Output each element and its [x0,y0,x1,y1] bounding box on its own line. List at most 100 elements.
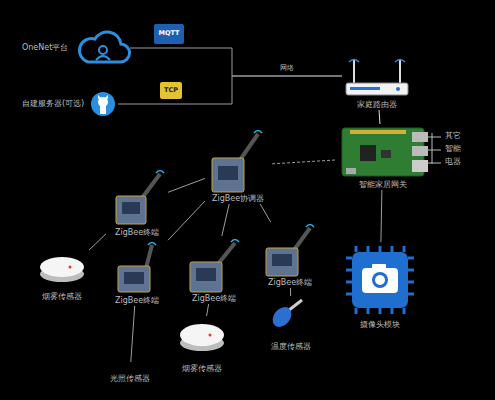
zigbee-board [118,266,150,292]
connector [271,160,335,164]
zigbee-board [146,245,152,268]
side-label: 智能 [445,145,461,154]
camera-chip [372,264,386,269]
raspberry-pi-board [381,150,391,158]
camera-chip [346,246,414,314]
sensor-node: 烟雾传感器 [172,316,232,374]
connector [168,178,205,192]
sensor-node: 光照传感器 [100,362,160,384]
zigbee-board [156,171,164,174]
cloud-platform: OneNet平台 [22,28,130,68]
node-label: ZigBee协调器 [212,195,264,204]
zigbee-board [148,243,156,246]
connector [290,288,291,296]
zigbee-board [122,202,140,214]
node-label: MQTT [158,30,179,37]
smoke-detector [40,257,84,277]
raspberry-pi-board [360,145,376,161]
connector [260,204,271,222]
node-label: TCP [164,87,178,94]
node-label: 家庭路由器 [357,101,397,110]
zigbee-board [266,248,298,276]
node-label: 烟雾传感器 [182,365,222,374]
router-icon [353,60,355,83]
zigbee-board [240,134,258,160]
raspberry-pi-board [412,146,428,156]
bracket [428,137,441,138]
connector [118,76,342,104]
zigbee-board [231,240,239,243]
bracket [432,133,433,164]
zigbee-board [118,243,156,293]
zigbee-board [254,131,262,134]
node-label: OneNet平台 [22,44,68,53]
server-node: 自建服务器(可选) [22,88,118,120]
camera-chip [375,275,385,285]
node-label: ZigBee终端 [115,229,159,238]
raspberry-pi-board [342,128,424,176]
raspberry-pi-board [346,168,356,174]
camera-chip [362,268,398,293]
probe-sensor [269,303,295,330]
zigbee-board [306,225,314,228]
sensor-node: 烟雾传感器 [32,250,92,302]
zigbee-terminal: ZigBee终端 [106,170,168,238]
node-label: 温度传感器 [271,343,311,352]
zigbee-board [124,272,144,284]
zigbee-board [190,262,222,292]
zigbee-board [218,243,235,264]
router-node: 家庭路由器 [342,56,412,110]
connector [379,110,380,124]
raspberry-pi-board [350,130,406,134]
smoke-detector [40,257,84,282]
node-label: ZigBee终端 [192,295,236,304]
cloud-icon [79,32,129,62]
github-icon [100,106,106,114]
raspberry-pi-board [412,132,428,142]
smoke-detector [69,266,72,269]
zigbee-coordinator: ZigBee协调器 [205,128,271,204]
connector [131,306,135,362]
node-label: 摄像头模块 [360,321,400,330]
zigbee-terminal: ZigBee终端 [258,222,322,288]
github-icon [91,92,115,116]
side-label: 电器 [445,158,461,167]
bracket [428,133,441,164]
router-icon [349,60,405,63]
probe-sensor [269,300,302,331]
bracket [428,150,441,151]
camera-chip [352,252,408,308]
gateway-node: 智能家居网关 [335,124,430,190]
connector [381,190,382,242]
edge-label: 网络 [278,65,296,73]
cloud-icon [96,56,110,60]
protocol-badge: TCP [160,82,182,99]
zigbee-board [116,196,146,224]
connector [168,201,205,240]
node-label: 智能家居网关 [359,181,407,190]
zigbee-board [142,174,160,198]
smoke-detector [209,334,212,337]
connector [130,48,342,76]
node-label: 烟雾传感器 [42,293,82,302]
zigbee-terminal: ZigBee终端 [183,236,245,304]
node-label: 自建服务器(可选) [22,100,84,109]
connector [207,304,209,316]
connector [222,204,229,236]
node-label: ZigBee终端 [115,297,159,306]
zigbee-board [272,254,292,266]
router-icon [399,60,401,83]
github-icon [91,92,115,116]
router-icon [346,60,408,96]
zigbee-board [212,131,262,193]
zigbee-board [212,158,244,192]
zigbee-board [294,228,310,250]
zigbee-terminal: ZigBee终端 [106,240,168,306]
node-label: 光照传感器 [110,375,150,384]
node-label: ZigBee终端 [268,279,312,288]
zigbee-board [116,171,164,225]
router-icon [396,87,400,91]
bracket [428,163,441,164]
zigbee-board [196,268,216,281]
